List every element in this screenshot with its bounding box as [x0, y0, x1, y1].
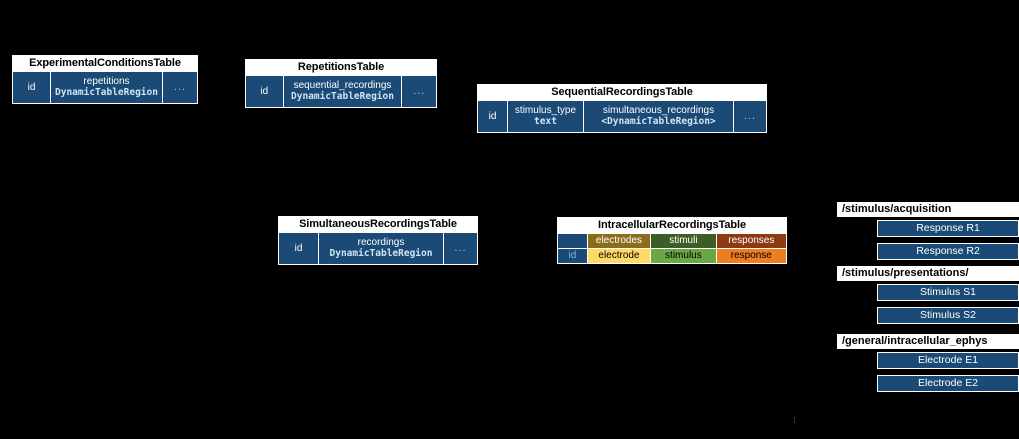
- column-simultaneous-recordings[interactable]: simultaneous_recordings <DynamicTableReg…: [584, 100, 734, 132]
- category-blank: [558, 233, 588, 248]
- group-path-label: /stimulus/acquisition: [837, 202, 1019, 217]
- table-title: ExperimentalConditionsTable: [13, 56, 197, 71]
- column-id[interactable]: id: [478, 100, 508, 132]
- column-id[interactable]: id: [558, 248, 588, 263]
- table-simultaneous-recordings[interactable]: SimultaneousRecordingsTable id recording…: [278, 216, 478, 265]
- category-stimuli[interactable]: stimuli: [651, 233, 717, 248]
- group-item-stimulus-s1[interactable]: Stimulus S1: [877, 284, 1019, 301]
- table-title: IntracellularRecordingsTable: [558, 218, 786, 233]
- table-header-row: id repetitions DynamicTableRegion ...: [13, 71, 197, 103]
- group-stimulus-acquisition: /stimulus/acquisition Response R1 Respon…: [837, 202, 1019, 260]
- column-more[interactable]: ...: [163, 71, 197, 103]
- group-item-electrode-e2[interactable]: Electrode E2: [877, 375, 1019, 392]
- table-header-row: id sequential_recordings DynamicTableReg…: [246, 75, 437, 107]
- table-experimental-conditions[interactable]: ExperimentalConditionsTable id repetitio…: [12, 55, 198, 104]
- group-path-label: /general/intracellular_ephys: [837, 334, 1019, 349]
- column-repetitions[interactable]: repetitions DynamicTableRegion: [51, 71, 163, 103]
- group-item-response-r2[interactable]: Response R2: [877, 243, 1019, 260]
- group-item-response-r1[interactable]: Response R1: [877, 220, 1019, 237]
- column-more[interactable]: ...: [734, 100, 766, 132]
- table-sequential-recordings[interactable]: SequentialRecordingsTable id stimulus_ty…: [477, 84, 767, 133]
- group-stimulus-presentations: /stimulus/presentations/ Stimulus S1 Sti…: [837, 266, 1019, 324]
- table-title: SequentialRecordingsTable: [478, 85, 766, 100]
- column-stimulus-type[interactable]: stimulus_type text: [508, 100, 584, 132]
- table-header-row: id stimulus_type text simultaneous_recor…: [478, 100, 766, 132]
- table-repetitions[interactable]: RepetitionsTable id sequential_recording…: [245, 59, 437, 108]
- column-id[interactable]: id: [13, 71, 51, 103]
- column-row: id electrode stimulus response: [558, 248, 786, 263]
- category-row: electrodes stimuli responses: [558, 233, 786, 248]
- category-electrodes[interactable]: electrodes: [587, 233, 652, 248]
- category-responses[interactable]: responses: [716, 233, 786, 248]
- table-title: SimultaneousRecordingsTable: [279, 217, 477, 232]
- column-response[interactable]: response: [716, 248, 786, 263]
- table-header-row: id recordings DynamicTableRegion ...: [279, 232, 477, 264]
- column-more[interactable]: ...: [444, 232, 477, 264]
- column-id[interactable]: id: [279, 232, 319, 264]
- column-sequential-recordings[interactable]: sequential_recordings DynamicTableRegion: [283, 75, 403, 107]
- group-path-label: /stimulus/presentations/: [837, 266, 1019, 281]
- column-id[interactable]: id: [246, 75, 284, 107]
- group-item-electrode-e1[interactable]: Electrode E1: [877, 352, 1019, 369]
- column-recordings[interactable]: recordings DynamicTableRegion: [319, 232, 444, 264]
- table-title: RepetitionsTable: [246, 60, 436, 75]
- column-stimulus[interactable]: stimulus: [651, 248, 717, 263]
- page-marker: 1: [792, 415, 797, 425]
- group-item-stimulus-s2[interactable]: Stimulus S2: [877, 307, 1019, 324]
- column-more[interactable]: ...: [402, 75, 437, 107]
- group-general-intracellular-ephys: /general/intracellular_ephys Electrode E…: [837, 334, 1019, 392]
- table-intracellular-recordings[interactable]: IntracellularRecordingsTable electrodes …: [557, 217, 787, 264]
- column-electrode[interactable]: electrode: [587, 248, 652, 263]
